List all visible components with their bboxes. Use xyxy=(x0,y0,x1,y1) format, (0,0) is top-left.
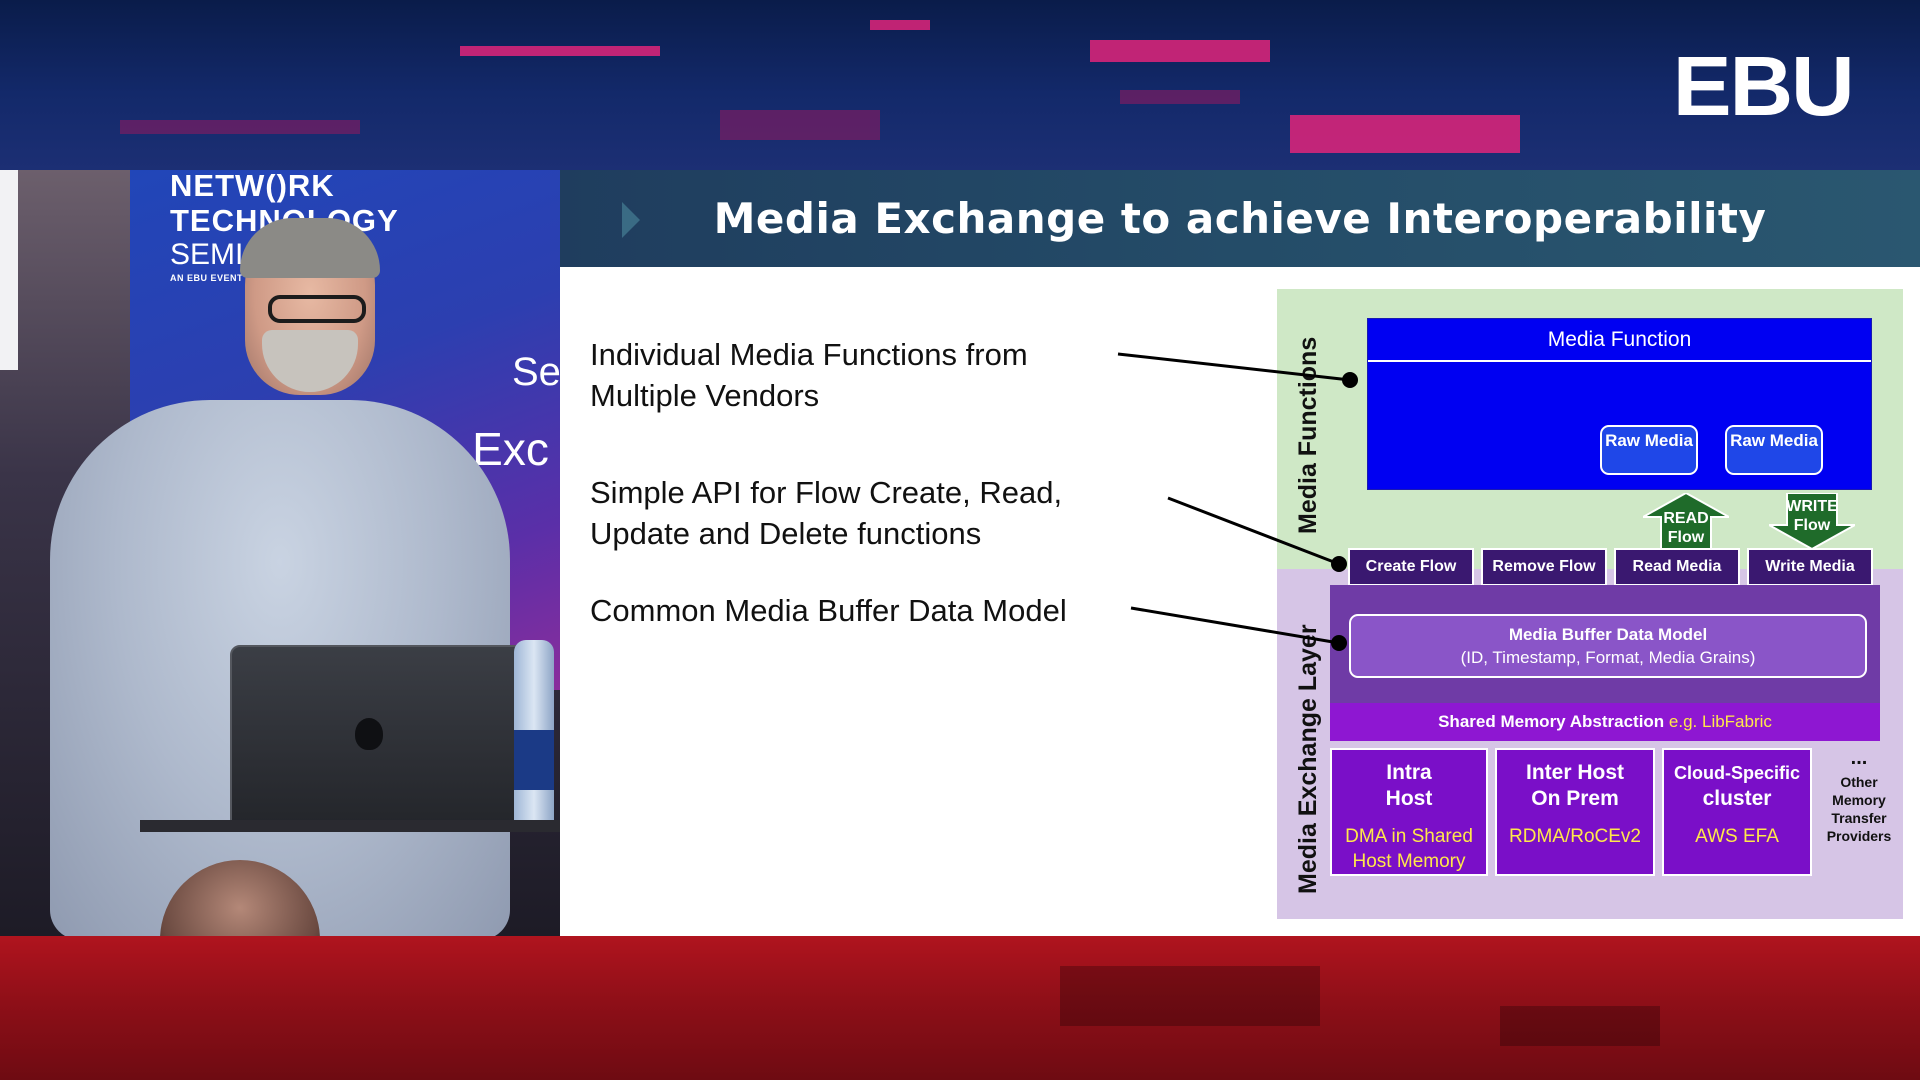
provider-tech: AWS EFA xyxy=(1664,824,1810,849)
provider-title: Inter Host On Prem xyxy=(1497,760,1653,812)
shared-memory-text: Shared Memory Abstraction xyxy=(1438,712,1669,731)
provider-tech: RDMA/RoCEv2 xyxy=(1497,824,1653,849)
provider-title-line: Inter Host xyxy=(1525,761,1624,784)
slide-bullet: Common Media Buffer Data Model xyxy=(590,590,1067,631)
read-flow-line: READ xyxy=(1663,510,1709,527)
media-functions-label: Media Functions xyxy=(1294,336,1322,534)
backdrop-screen-edge xyxy=(0,170,18,370)
provider-title: Intra Host xyxy=(1332,760,1486,812)
slide-bullet: Individual Media Functions from Multiple… xyxy=(590,334,1028,416)
laptop-logo-icon xyxy=(355,718,383,750)
decor-stripe xyxy=(120,120,360,134)
presentation-slide: Media Exchange to achieve Interoperabili… xyxy=(560,170,1920,936)
bullet-line: Common Media Buffer Data Model xyxy=(590,593,1067,628)
bullet-line: Multiple Vendors xyxy=(590,378,820,413)
backdrop-slide-echo: Se xyxy=(512,350,560,394)
provider-title-line: On Prem xyxy=(1531,787,1619,810)
write-flow-line: WRITE xyxy=(1786,498,1838,515)
slide-header xyxy=(560,170,1920,267)
provider-title-line: Cloud-Specific xyxy=(1673,763,1800,783)
presenter-glasses xyxy=(268,295,366,323)
bullet-line: Update and Delete functions xyxy=(590,516,982,551)
provider-tech: DMA in Shared Host Memory xyxy=(1332,824,1486,874)
raw-media-box: Raw Media xyxy=(1725,425,1823,475)
decor-stripe xyxy=(870,20,930,30)
slide-title: Media Exchange to achieve Interoperabili… xyxy=(713,194,1767,243)
other-line: Transfer xyxy=(1831,810,1887,826)
presenter-video: NETW()RK TECHNOLOGY SEMI AN EBU EVENT Se… xyxy=(0,170,560,936)
event-logo-line: NETW()RK xyxy=(170,170,335,203)
decor-stripe xyxy=(460,46,660,56)
top-broadcast-band: EBU xyxy=(0,0,1920,170)
chevron-right-icon xyxy=(622,202,640,238)
ellipsis: ... xyxy=(1850,747,1868,769)
shared-memory-example: e.g. LibFabric xyxy=(1668,712,1772,731)
decor-stripe xyxy=(1120,90,1240,104)
decor-stripe xyxy=(1090,40,1270,62)
decor-stripe xyxy=(720,110,880,140)
decor-shade xyxy=(1500,1006,1660,1046)
architecture-diagram: Media Functions Media Exchange Layer Med… xyxy=(1277,289,1903,919)
provider-inter-host: Inter Host On Prem RDMA/RoCEv2 xyxy=(1495,748,1655,876)
read-media-api: Read Media xyxy=(1614,548,1740,586)
provider-title-line: Intra xyxy=(1386,761,1432,784)
other-line: Other xyxy=(1840,774,1878,790)
event-logo-tagline: AN EBU EVENT xyxy=(170,273,244,283)
provider-tech-line: AWS EFA xyxy=(1695,826,1779,847)
media-buffer-data-model: Media Buffer Data Model (ID, Timestamp, … xyxy=(1349,614,1867,678)
write-flow-arrow: WRITE Flow xyxy=(1769,493,1855,549)
slide-bullet: Simple API for Flow Create, Read, Update… xyxy=(590,472,1062,554)
other-providers-note: ... Other Memory Transfer Providers xyxy=(1817,747,1901,845)
remove-flow-api: Remove Flow xyxy=(1481,548,1607,586)
provider-tech-line: Host Memory xyxy=(1352,851,1466,872)
provider-cloud-cluster: Cloud-Specific cluster AWS EFA xyxy=(1662,748,1812,876)
write-flow-line: Flow xyxy=(1793,517,1831,534)
provider-title-line: Host xyxy=(1385,787,1433,810)
read-flow-line: Flow xyxy=(1667,529,1705,546)
bullet-line: Simple API for Flow Create, Read, xyxy=(590,475,1063,510)
read-flow-arrow: READ Flow xyxy=(1643,493,1729,549)
decor-stripe xyxy=(1290,115,1520,153)
provider-title: Cloud-Specific cluster xyxy=(1664,760,1810,812)
shared-memory-abstraction: Shared Memory Abstraction e.g. LibFabric xyxy=(1330,703,1880,741)
media-exchange-layer-label: Media Exchange Layer xyxy=(1294,624,1322,894)
provider-tech-line: RDMA/RoCEv2 xyxy=(1509,826,1641,847)
presenter-hair xyxy=(240,218,380,278)
media-buffer-title: Media Buffer Data Model xyxy=(1508,625,1708,644)
other-line: Providers xyxy=(1826,828,1892,844)
media-function-title: Media Function xyxy=(1368,319,1871,362)
provider-intra-host: Intra Host DMA in Shared Host Memory xyxy=(1330,748,1488,876)
bullet-line: Individual Media Functions from xyxy=(590,337,1028,372)
media-buffer-subtitle: (ID, Timestamp, Format, Media Grains) xyxy=(1460,648,1756,667)
ebu-logo: EBU xyxy=(1672,39,1854,133)
lectern-edge xyxy=(140,820,560,832)
event-logo-line: SEMI xyxy=(170,238,244,271)
water-bottle xyxy=(514,640,554,830)
write-media-api: Write Media xyxy=(1747,548,1873,586)
provider-tech-line: DMA in Shared xyxy=(1345,826,1473,847)
raw-media-box: Raw Media xyxy=(1600,425,1698,475)
other-line: Memory xyxy=(1832,792,1886,808)
bottom-broadcast-band xyxy=(0,936,1920,1080)
decor-shade xyxy=(1060,966,1320,1026)
provider-title-line: cluster xyxy=(1702,787,1772,810)
create-flow-api: Create Flow xyxy=(1348,548,1474,586)
